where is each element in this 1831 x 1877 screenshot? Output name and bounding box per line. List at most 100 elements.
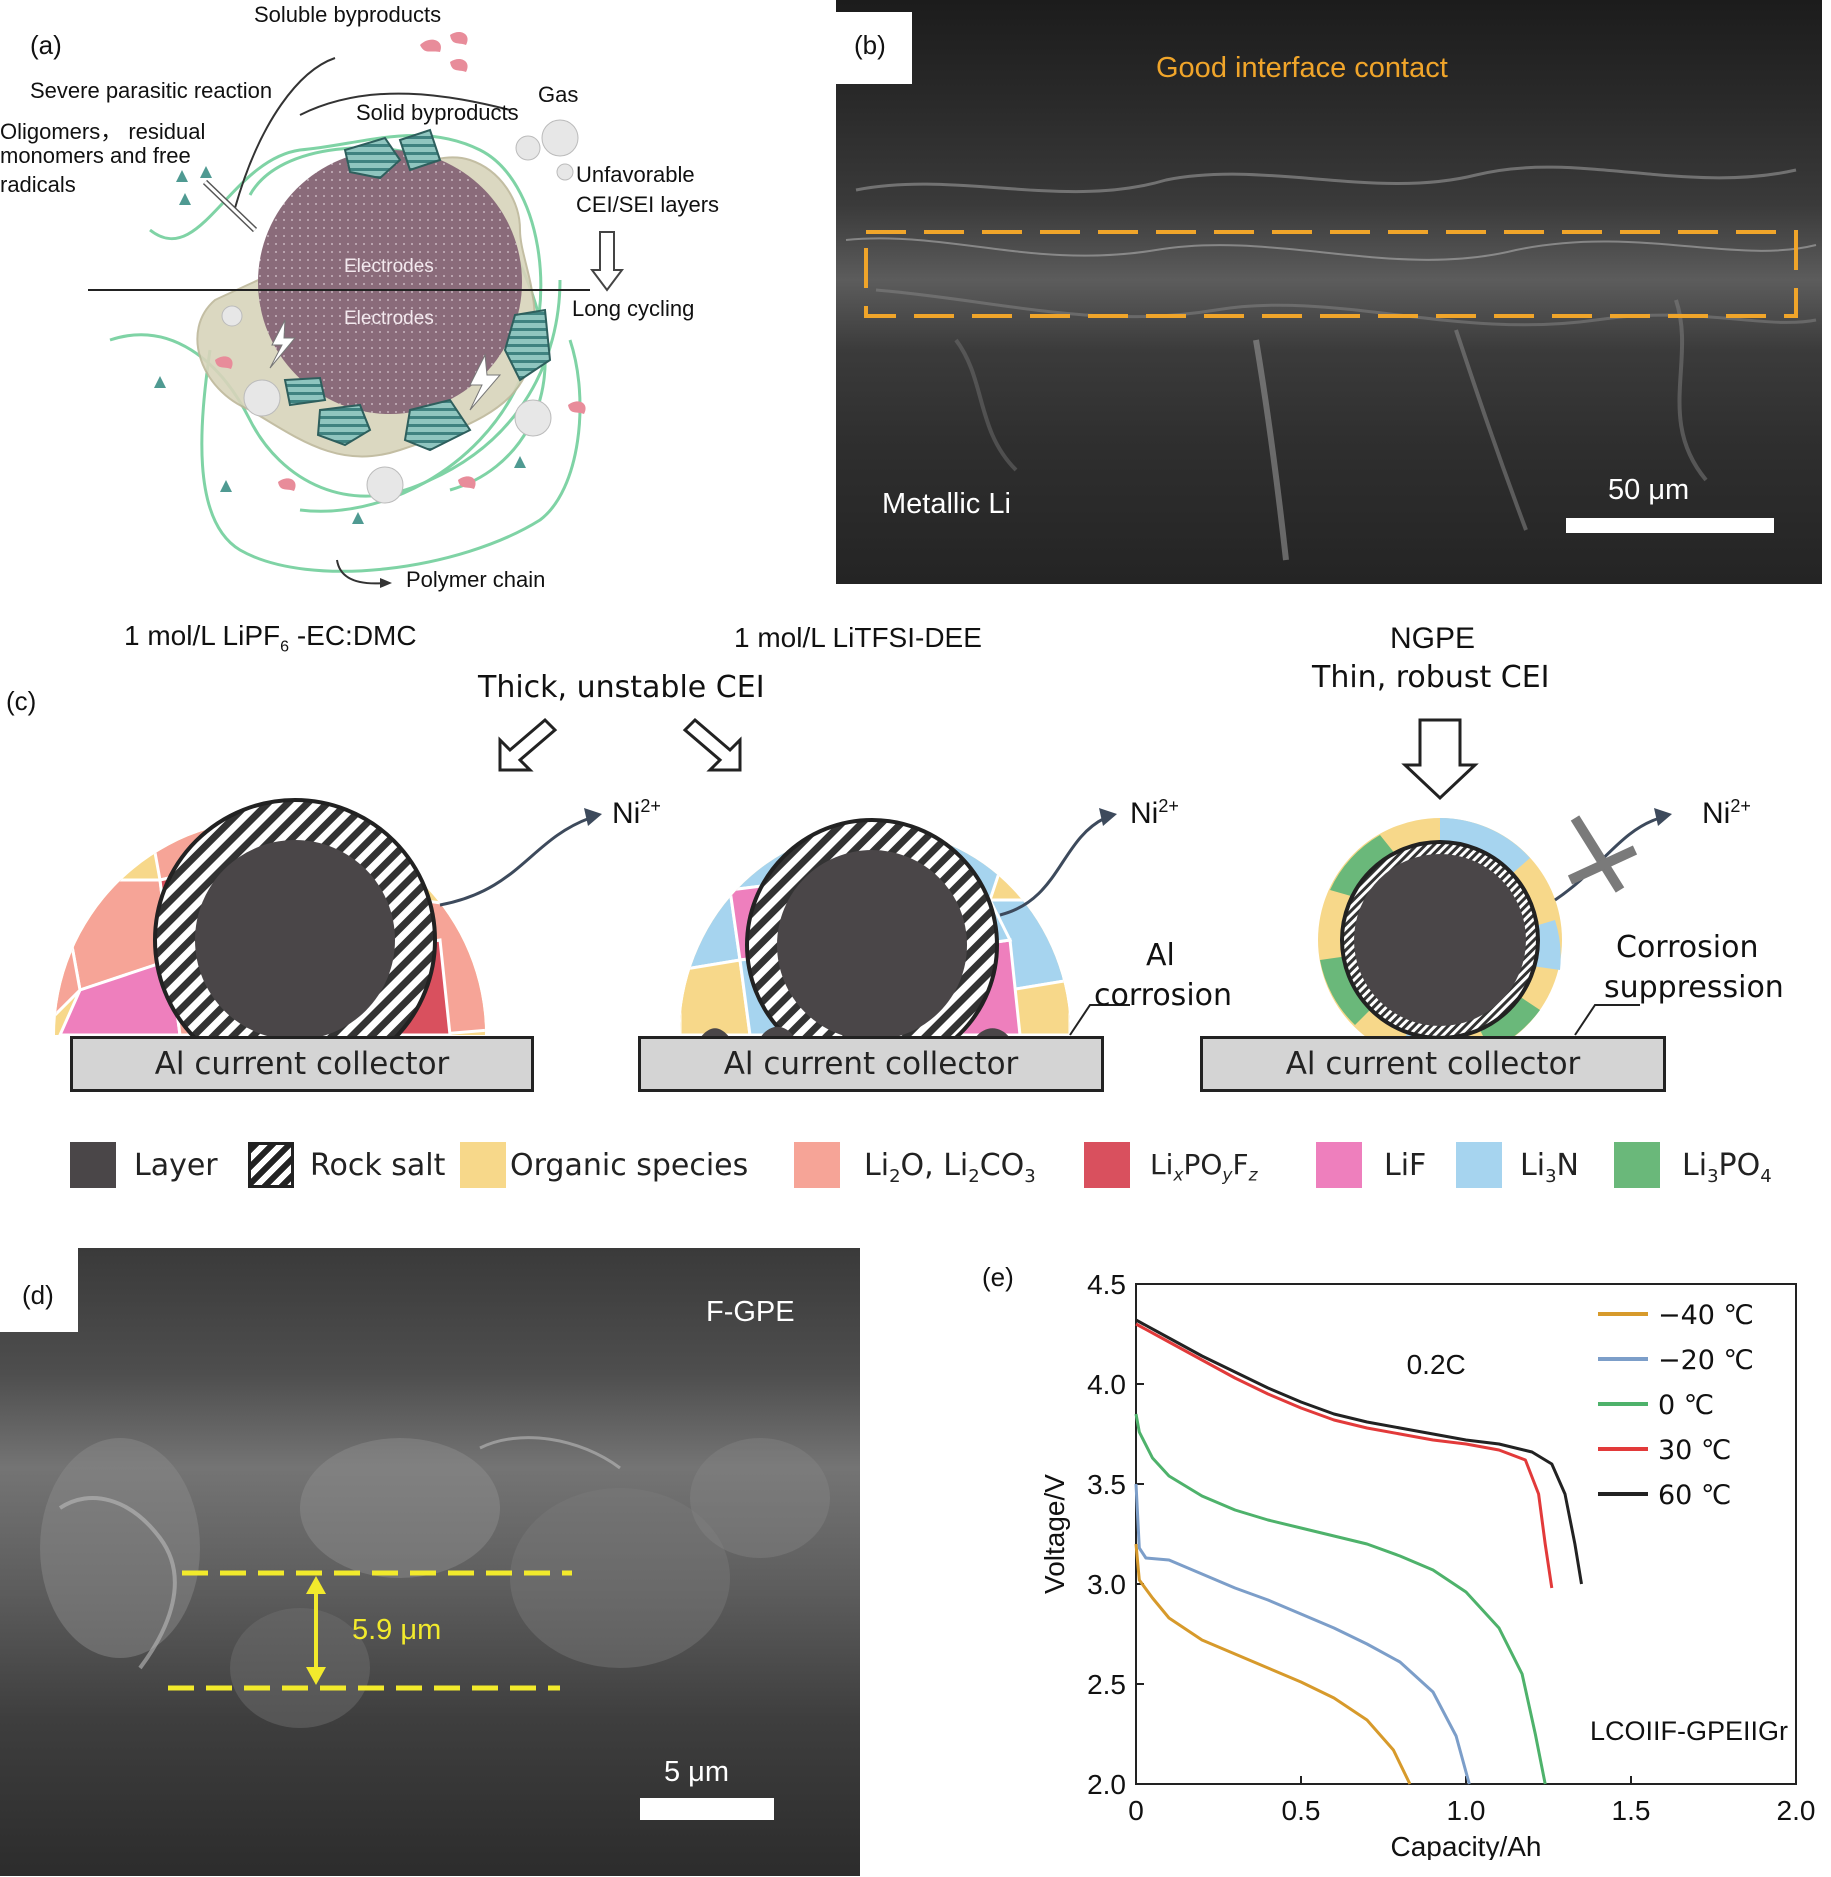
soluble-byproduct: [450, 58, 468, 72]
solid-byproducts-label: Solid byproducts: [356, 100, 519, 125]
panel-d-title: F-GPE: [706, 1296, 795, 1328]
severe-parasitic-label: Severe parasitic reaction: [30, 78, 273, 103]
corrosion-suppression-label-1: Corrosion: [1616, 930, 1759, 965]
legend-label-1: −20 ℃: [1658, 1345, 1754, 1376]
y-tick-label: 3.0: [1087, 1569, 1126, 1600]
ni-arrow-1: [439, 816, 591, 907]
header-mid: 1 mol/L LiTFSI-DEE: [734, 622, 982, 653]
series-line-4: [1135, 1318, 1583, 1585]
thick-cei-label: Thick, unstable CEI: [478, 670, 765, 705]
legend-label-li2o: Li2O, Li2CO3: [864, 1148, 1036, 1187]
legend-swatch-organic: [460, 1142, 506, 1188]
ni-label-2: Ni2+: [1130, 796, 1179, 831]
panel-a-label: (a): [24, 28, 68, 63]
soluble-byproduct: [458, 476, 476, 489]
header-right-line1: NGPE: [1390, 622, 1476, 655]
x-tick-label: 1.0: [1447, 1795, 1486, 1826]
panel-e-label: (e): [982, 1262, 1014, 1292]
layer-core-3: [1354, 854, 1526, 1026]
block-cross-icon: [1570, 815, 1625, 893]
thick-cei-arrow-left-icon: [498, 717, 558, 772]
polymer-chain-label: Polymer chain: [406, 567, 546, 592]
exchange-arrow: [203, 180, 257, 232]
ni-arrow-2: [999, 816, 1106, 917]
legend-label-layer: Layer: [134, 1148, 218, 1183]
x-tick-label: 1.5: [1612, 1795, 1651, 1826]
arrow-head: [380, 578, 392, 588]
electrodes-bottom-label: Electrodes: [344, 308, 434, 329]
soluble-byproduct: [278, 478, 296, 491]
soluble-byproduct: [420, 39, 441, 52]
oligomers-label-3: radicals: [0, 172, 76, 197]
panel-b-interface-box: [864, 230, 1798, 533]
scale-bar: [1566, 518, 1774, 533]
legend-swatch-li2o: [794, 1142, 840, 1188]
legend-label-2: 0 ℃: [1658, 1390, 1714, 1421]
header-left-suffix: -EC:DMC: [289, 620, 417, 651]
legend-label-4: 60 ℃: [1658, 1480, 1731, 1511]
x-tick-label: 0.5: [1282, 1795, 1321, 1826]
legend-label-lif: LiF: [1384, 1148, 1427, 1183]
legend-label-li3n: Li3N: [1520, 1148, 1579, 1187]
monomer-triangle: [220, 480, 232, 492]
layer-core-1: [195, 840, 395, 1040]
ni-label-1-text: Ni: [612, 797, 641, 830]
cell-annotation: LCOIIF-GPEIIGr: [1590, 1716, 1788, 1746]
series-line-1: [1134, 1483, 1471, 1785]
parasitic-arrow: [234, 57, 336, 209]
y-axis-label: Voltage/V: [1039, 1474, 1070, 1594]
gas-bubble: [514, 399, 552, 437]
al-corrosion-label-2: corrosion: [1094, 978, 1233, 1013]
ni-label-1-charge: 2+: [640, 796, 661, 816]
gas-bubble: [366, 466, 404, 504]
y-tick-label: 3.5: [1087, 1469, 1126, 1500]
panel-b-sem-image: [836, 0, 1822, 584]
solid-byproduct: [316, 403, 372, 447]
header-right-line2: Thin, robust CEI: [1312, 660, 1550, 695]
unfavorable-label-2: CEI/SEI layers: [576, 192, 720, 217]
ni-label-3-text: Ni: [1702, 797, 1731, 830]
polymer-chain-line: [149, 133, 543, 513]
al-corrosion-pointer: [1069, 1004, 1130, 1036]
ni-label-3-charge: 2+: [1730, 796, 1751, 816]
legend-swatch-li3n: [1456, 1142, 1502, 1188]
solid-byproduct: [398, 128, 442, 172]
legend-label-0: −40 ℃: [1658, 1300, 1754, 1331]
legend-swatch-rock-salt: [248, 1142, 294, 1188]
metallic-li-label: Metallic Li: [882, 488, 1011, 520]
soluble-byproducts-label: Soluble byproducts: [254, 2, 442, 27]
y-tick-label: 4.5: [1087, 1269, 1126, 1300]
electrode-sphere: [258, 150, 522, 414]
ni-label-3: Ni2+: [1702, 796, 1751, 831]
parasitic-arrow: [299, 92, 511, 116]
soluble-byproduct: [450, 31, 468, 45]
legend-label-3: 30 ℃: [1658, 1435, 1731, 1466]
oligomers-label-2: monomers and free: [0, 143, 191, 168]
al-collector-3: Al current collector: [1200, 1036, 1666, 1092]
legend-swatch-layer: [70, 1142, 116, 1188]
y-tick-label: 2.0: [1087, 1769, 1126, 1800]
series-line-2: [1134, 1413, 1547, 1785]
al-collector-2: Al current collector: [638, 1036, 1104, 1092]
monomer-triangle: [200, 166, 212, 178]
series-line-0: [1134, 1543, 1412, 1785]
header-left-sub: 6: [280, 638, 290, 656]
panel-b-scale-label: 50 μm: [1608, 474, 1690, 506]
solid-byproduct: [403, 398, 472, 452]
gas-bubble: [541, 119, 579, 157]
panel-d-sem-image: [0, 1248, 860, 1876]
y-tick-label: 2.5: [1087, 1669, 1126, 1700]
lightning-icon: [469, 353, 502, 411]
thick-cei-arrow-right-icon: [682, 717, 742, 772]
legend-label-lipof: LixPOyFz: [1150, 1148, 1258, 1186]
block-cross-icon: [1567, 845, 1638, 885]
polymer-chain-line: [200, 339, 582, 573]
panel-c-label: (c): [0, 684, 43, 719]
panel-d-label: (d): [0, 1248, 78, 1332]
panel-d-scale-label: 5 μm: [664, 1756, 730, 1788]
long-cycling-label: Long cycling: [572, 296, 695, 321]
header-left: 1 mol/L LiPF6 -EC:DMC: [124, 620, 417, 657]
ni-label-2-charge: 2+: [1158, 796, 1179, 816]
gas-label: Gas: [538, 82, 579, 107]
ni-arrow-3: [1554, 816, 1661, 902]
